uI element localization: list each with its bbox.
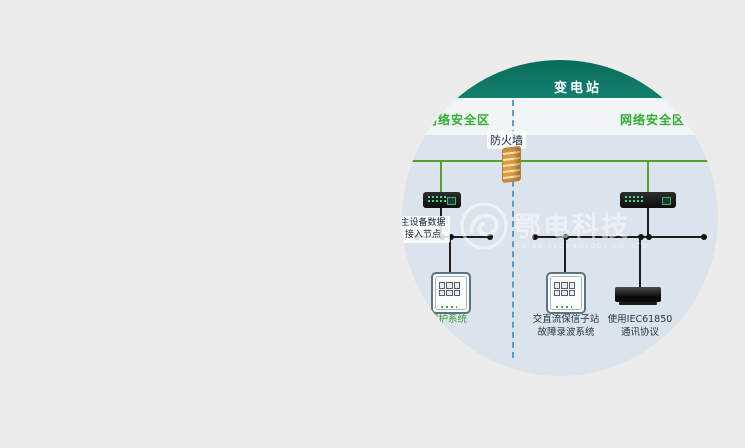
switch-leds: [625, 196, 643, 204]
relay-led-strip: [556, 306, 572, 308]
switch-port-indicator: [662, 197, 671, 205]
bus-line-left: [417, 236, 493, 238]
label-protection-substation-line2: 故障录波系统: [537, 326, 595, 338]
relay-grid: [554, 282, 575, 296]
diagram-circle: 变电站 网络安全区 网络安全区 防火墙: [402, 60, 718, 376]
zone-boundary-dashed-line: [512, 100, 514, 358]
bus-line-right: [535, 236, 707, 238]
junction-dot: [638, 234, 644, 240]
substation-title: 变电站: [553, 81, 602, 96]
label-iec-protocol: 使用IEC61850 通讯协议: [601, 314, 679, 340]
link-bus-to-relay-middle: [564, 237, 566, 273]
firewall-icon: [502, 145, 521, 184]
switch-right: [620, 192, 676, 208]
link-switch-right-to-bus: [647, 208, 649, 237]
junction-dot: [646, 234, 652, 240]
label-iec-protocol-line2: 通讯协议: [620, 326, 659, 338]
junction-dot: [532, 234, 538, 240]
green-link-right: [647, 162, 649, 192]
switch-leds: [428, 196, 446, 204]
substation-header-bar: [402, 60, 718, 98]
switch-port-indicator: [447, 197, 456, 205]
green-link-left: [440, 162, 442, 192]
relay-grid: [439, 282, 460, 296]
relay-device-left: [431, 272, 471, 314]
zone-label-left: 网络安全区: [425, 113, 491, 127]
access-node-label-line1: 主设备数据: [402, 218, 446, 228]
relay-led-strip: [441, 306, 457, 308]
relay-panel: [550, 276, 582, 310]
access-node-label-line2: 接入节点: [404, 229, 441, 240]
relay-device-middle: [546, 272, 586, 314]
label-protection-substation: 交直流保信子站 故障录波系统: [528, 314, 604, 340]
relay-panel: [435, 276, 467, 310]
zone-label-right: 网络安全区: [620, 113, 686, 127]
label-iec-protocol-line1: 使用IEC61850: [607, 314, 673, 325]
junction-dot: [448, 234, 454, 240]
switch-left: [423, 192, 461, 208]
firewall-label: 防火墙: [487, 131, 526, 149]
label-protection-system: 保护系统: [428, 314, 467, 325]
comm-device: [615, 287, 661, 305]
diagram-area: [402, 135, 718, 376]
access-node-label: 主设备数据 接入节点: [402, 216, 450, 244]
network-bus-green: [402, 160, 718, 162]
junction-dot: [701, 234, 707, 240]
junction-dot: [487, 234, 493, 240]
label-protection-substation-line1: 交直流保信子站: [532, 314, 600, 325]
link-bus-to-relay-left: [449, 237, 451, 273]
link-bus-to-comm-device: [639, 237, 641, 287]
junction-dot: [563, 234, 569, 240]
